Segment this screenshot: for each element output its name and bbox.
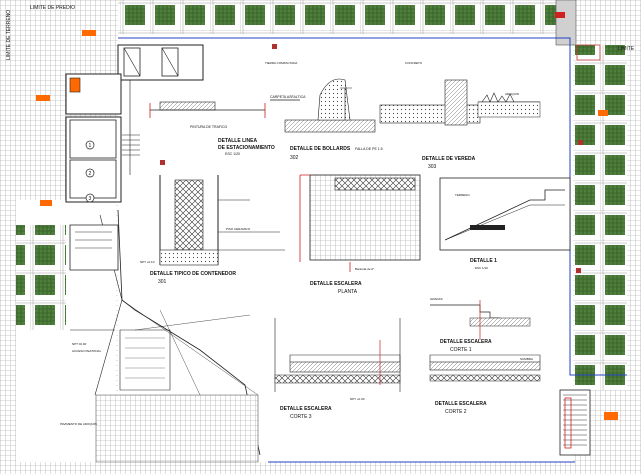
detail-escalera-planta-subtitle: PLANTA bbox=[338, 289, 358, 295]
note-baranda: Baranda de A° bbox=[355, 267, 375, 271]
marker-10 bbox=[160, 160, 165, 165]
callout-2-label: 2 bbox=[89, 171, 92, 177]
note-tierra: TIERRA COMPACTADA bbox=[265, 61, 297, 65]
svg-text:NPT ±0.00: NPT ±0.00 bbox=[72, 342, 87, 346]
detail-corte3-subtitle: CORTE 3 bbox=[290, 414, 312, 420]
note-adoquin: ADOQUIN bbox=[505, 92, 519, 96]
detail-corte1-title: DETALLE ESCALERA bbox=[440, 339, 492, 345]
note-npt: NPT +0.00 bbox=[350, 397, 365, 401]
callout-1 bbox=[85, 140, 95, 150]
note-sombra: SOMBRA bbox=[520, 357, 533, 361]
detail-contenedor-number: 301 bbox=[158, 279, 167, 285]
svg-text:PAVIMENTO DE ADOQUIN: PAVIMENTO DE ADOQUIN bbox=[60, 422, 97, 426]
note-falla: FALLA DE PE 1.5 bbox=[355, 147, 383, 151]
detail-corte3-title: DETALLE ESCALERA bbox=[280, 406, 332, 412]
left-tag: LIMITE DE TERRENO bbox=[6, 10, 12, 60]
detail-vereda: ADOQUIN FALLA DE PE 1.5 CONCRETO DETALLE… bbox=[355, 61, 541, 170]
detail-linea-subtitle: DE ESTACIONAMIENTO bbox=[218, 145, 275, 151]
detail-linea: PINTURA DE TRAFICO DETALLE LINEA DE ESTA… bbox=[122, 80, 275, 175]
grass-top bbox=[118, 0, 558, 34]
detail-vereda-number: 303 bbox=[428, 164, 437, 170]
detail-corte2-subtitle: CORTE 2 bbox=[445, 409, 467, 415]
detail-linea-scale: ESC 1/20 bbox=[225, 152, 240, 156]
detail-escalera-corte1: GRADAS DETALLE ESCALERA CORTE 1 bbox=[430, 297, 531, 353]
box-top-left bbox=[117, 44, 204, 81]
slab-top-right bbox=[555, 0, 577, 46]
detail-corte1-subtitle: CORTE 1 bbox=[450, 347, 472, 353]
detail-escalera-corte2: SOMBRA DETALLE ESCALERA CORTE 2 bbox=[429, 354, 541, 415]
detail-escalera-planta-title: DETALLE ESCALERA bbox=[310, 281, 362, 287]
ramp-area: NPT ±0.00 ACCESO PEATONAL NPT +0.10 PAVI… bbox=[60, 209, 261, 463]
grass-left bbox=[16, 225, 66, 330]
marker-7 bbox=[272, 44, 277, 49]
note-piso-base: PISO CERAMICO bbox=[226, 227, 251, 231]
detail-bollards-title: DETALLE DE BOLLARDS bbox=[290, 146, 351, 152]
note-concreto: CONCRETO bbox=[405, 61, 423, 65]
marker-5 bbox=[604, 412, 618, 420]
marker-9 bbox=[576, 268, 581, 273]
marker-1 bbox=[36, 95, 50, 101]
top-tag: LIMITE DE PREDIO bbox=[30, 5, 75, 11]
note-terreno: TERRENO bbox=[455, 193, 470, 197]
marker-4 bbox=[598, 110, 608, 116]
callout-3-label: 3 bbox=[89, 196, 92, 202]
detail-contenedor-title: DETALLE TIPICO DE CONTENEDOR bbox=[150, 271, 236, 277]
callout-3 bbox=[85, 193, 95, 203]
marker-6 bbox=[555, 12, 565, 18]
detail-1-title: DETALLE 1 bbox=[470, 258, 497, 264]
marker-8 bbox=[578, 140, 583, 145]
detail-escalera-corte3: NPT +0.00 DETALLE ESCALERA CORTE 3 bbox=[274, 318, 401, 420]
detail-1: TERRENO DETALLE 1 ESC 1/10 bbox=[439, 177, 571, 270]
detail-vereda-title: DETALLE DE VEREDA bbox=[422, 156, 476, 162]
detail-linea-title: DETALLE LINEA bbox=[218, 138, 257, 144]
detail-corte2-title: DETALLE ESCALERA bbox=[435, 401, 487, 407]
detail-bollards-number: 302 bbox=[290, 155, 299, 161]
marker-3 bbox=[40, 200, 52, 206]
svg-text:ACCESO PEATONAL: ACCESO PEATONAL bbox=[72, 349, 102, 353]
marker-2 bbox=[82, 30, 96, 36]
note-pintura: PINTURA DE TRAFICO bbox=[190, 125, 228, 129]
detail-contenedor: PISO CERAMICO DETALLE TIPICO DE CONTENED… bbox=[150, 175, 285, 285]
detail-bollards: CARPETA ASFALTICA TIERRA COMPACTADA DETA… bbox=[265, 61, 376, 161]
note-gradas: GRADAS bbox=[430, 297, 443, 301]
svg-text:NPT +0.10: NPT +0.10 bbox=[140, 260, 155, 264]
grass-right bbox=[575, 45, 627, 390]
callout-1-label: 1 bbox=[89, 143, 92, 149]
right-tag: LIMITE bbox=[618, 46, 635, 52]
callout-2 bbox=[85, 168, 95, 178]
detail-1-scale: ESC 1/10 bbox=[475, 266, 488, 270]
detail-escalera-planta: Baranda de A° DETALLE ESCALERA PLANTA bbox=[299, 174, 421, 295]
note-carpeta: CARPETA ASFALTICA bbox=[270, 95, 306, 99]
